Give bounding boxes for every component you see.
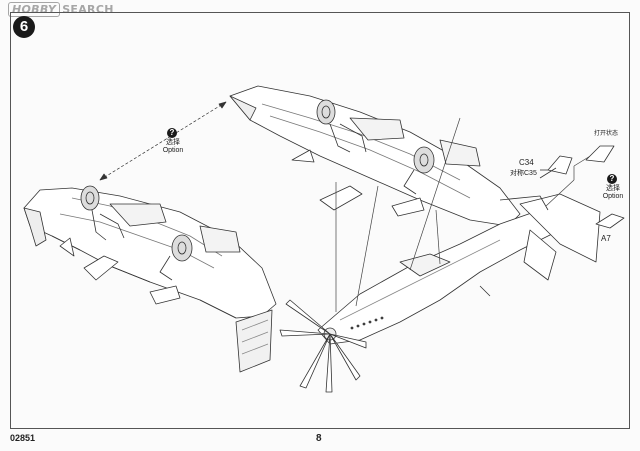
page-frame xyxy=(10,12,630,429)
option-icon: ? xyxy=(167,128,177,138)
small-parts xyxy=(539,145,625,229)
option-label-cn: 选择 xyxy=(606,185,620,192)
page-number: 8 xyxy=(316,433,322,444)
option-label-cn: 选择 xyxy=(166,139,180,146)
option-label-en: Option xyxy=(602,193,624,200)
part-label-c34: C34 xyxy=(519,158,534,167)
option-link-arrow xyxy=(99,101,227,181)
part-label-a7: A7 xyxy=(601,234,611,243)
part-label-c35: 对称C35 xyxy=(510,170,537,177)
option-label-en: Option xyxy=(162,147,184,154)
left-wing-assembly xyxy=(23,185,277,373)
step-number-badge: 6 xyxy=(13,16,35,38)
open-state-note: 打开状态 xyxy=(594,131,619,137)
kit-code: 02851 xyxy=(10,433,36,443)
option-icon: ? xyxy=(607,174,617,184)
fuselage xyxy=(279,193,601,393)
right-wing-assembly xyxy=(229,85,521,227)
